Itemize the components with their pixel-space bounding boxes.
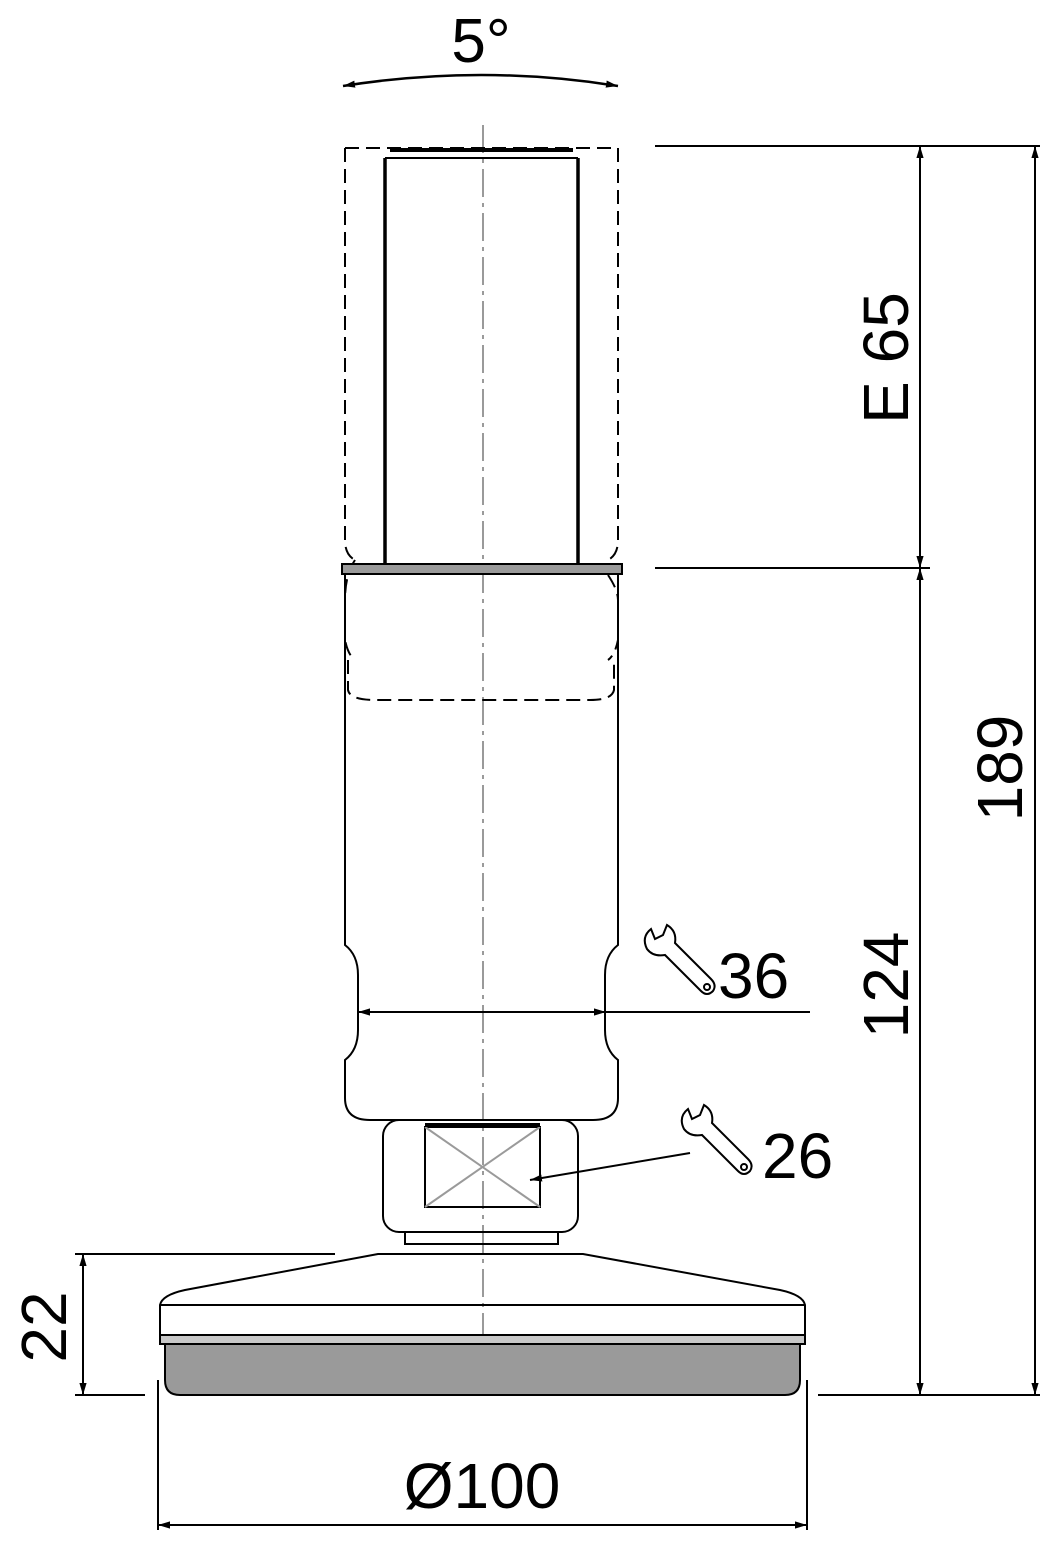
top-plate	[341, 563, 623, 575]
extension-lines	[75, 145, 1040, 1530]
base-plate	[159, 1334, 806, 1345]
base-diameter-label: Ø100	[404, 1450, 561, 1522]
extension-label: E 65	[850, 292, 922, 424]
base-height-label: 22	[8, 1291, 80, 1362]
wrench-icon	[643, 923, 716, 995]
angle-arc	[342, 73, 619, 88]
body-height-label: 124	[850, 932, 922, 1039]
angle-label: 5°	[451, 7, 510, 76]
wrench-26-label: 26	[762, 1120, 833, 1192]
main-body	[344, 574, 619, 1121]
wrench-26-leader	[529, 1152, 691, 1182]
total-height-label: 189	[964, 715, 1036, 822]
wrench-36-label: 36	[718, 940, 789, 1012]
hex-nut	[382, 1119, 579, 1245]
rubber-pad	[164, 1343, 801, 1396]
base	[159, 1253, 806, 1396]
wrench-icon	[680, 1103, 753, 1175]
threaded-rod	[383, 148, 580, 563]
